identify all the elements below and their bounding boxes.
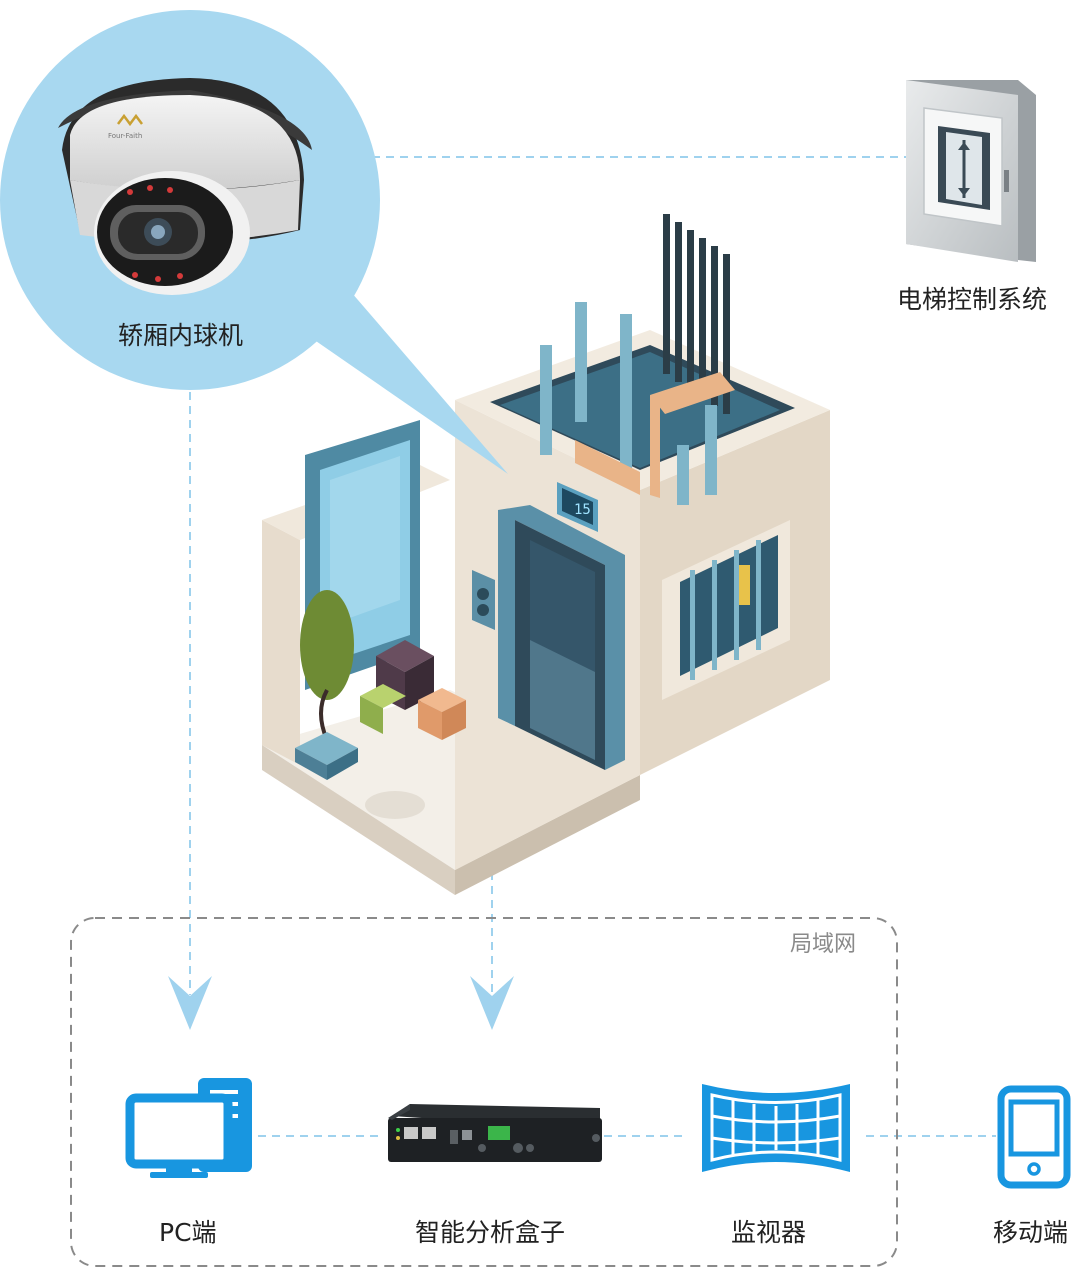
control-system-label: 电梯控制系统 [897,285,1048,314]
camera-label: 轿厢内球机 [118,321,244,350]
analysis-box-image [388,1104,602,1162]
brand-logo-text: Four-Faith [108,132,142,140]
pc-icon [125,1078,252,1178]
mobile-phone-icon [997,1085,1071,1189]
control-cabinet-image [906,80,1036,262]
box-down-arrow [470,976,514,1030]
brand-logo [117,113,143,127]
elevator-building-illustration: 15 [262,214,830,895]
analysis-box-label: 智能分析盒子 [415,1218,566,1247]
pc-down-arrow [168,976,212,1030]
mobile-label: 移动端 [993,1218,1069,1247]
callout-tail [300,285,508,474]
lan-label: 局域网 [790,932,857,957]
camera-callout: Four-Faith [0,10,508,474]
pc-label: PC端 [159,1218,217,1247]
dome-camera-image: Four-Faith [58,78,312,295]
floor-indicator-text: 15 [574,502,591,518]
monitor-label: 监视器 [731,1218,807,1247]
connector-lines [189,156,996,1137]
monitor-wall-icon [702,1084,850,1172]
